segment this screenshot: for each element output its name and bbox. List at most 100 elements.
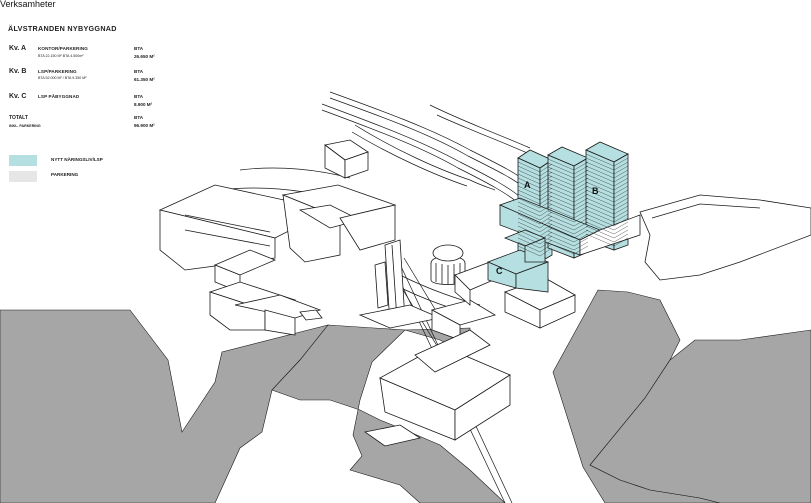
floor-line [517,229,541,241]
block-use-detail: BTA 52.000 M² / BTA 9.350 M² [38,76,87,80]
lower-central-buildings [364,299,511,447]
floor-line [613,189,629,199]
floor-line [539,203,553,213]
floor-line [613,221,629,231]
floor-line [539,191,553,201]
floor-line [585,161,615,175]
floor-line [613,193,629,203]
floor-line [547,218,575,231]
floor-line [573,213,589,223]
floor-line [573,177,589,187]
floor-line [547,194,575,207]
floor-line [613,161,629,171]
floor-line [613,173,629,183]
bta-value: 61.350 M² [134,77,155,82]
floor-line [585,165,615,179]
floor-line [517,233,541,245]
section-title: ÄLVSTRANDEN NYBYGGNAD [8,24,117,33]
building-label-a: A [524,180,531,190]
floor-line [517,241,541,253]
floor-line [547,170,575,183]
legend-label-parking: PARKERING [51,172,79,177]
floor-line [585,169,615,183]
bta-value: 8.900 M² [134,102,153,107]
floor-line [573,197,589,207]
page-title: Verksamheter [0,0,56,9]
floor-line [517,237,541,249]
floor-line [547,166,575,179]
bta-label: BTA [134,94,144,99]
floor-line [517,201,541,213]
floor-line [613,233,629,243]
floor-line [547,190,575,203]
quay-right [639,194,811,281]
floor-line [573,161,589,171]
floor-line [517,185,541,197]
river-water [0,289,811,503]
floor-line [613,217,629,227]
block-use: LSP PÅBYGGNAD [38,94,80,99]
legend-swatch-parking [9,171,37,182]
floor-line [585,209,615,223]
floor-line [547,210,575,223]
tower-structure [358,239,442,329]
floor-line [573,221,589,231]
floor-line [547,214,575,227]
floor-line [539,219,553,229]
floor-line [573,241,589,251]
floor-line [539,227,553,237]
floor-line [517,209,541,221]
floor-line [573,209,589,219]
floor-line [539,215,553,225]
total-label: TOTALT [9,115,28,121]
floor-line [547,226,575,239]
floor-line [585,213,615,227]
floor-line [539,223,553,233]
floor-line [573,245,589,255]
floor-line [573,205,589,215]
block-use-detail: BTA 22.150 M² BTA 4.500m² [38,54,84,58]
floor-line [613,225,629,235]
floor-line [517,189,541,201]
legend-label-new-business: NYTT NÄRINGSLIV/LSP [51,157,103,162]
total-detail: INKL. PARKERING [9,124,41,128]
floor-line [547,186,575,199]
floor-line [517,217,541,229]
floor-line [573,189,589,199]
floor-line [539,243,553,253]
floor-line [517,221,541,233]
floor-line [573,181,589,191]
building-label-b: B [592,186,599,196]
new-development [486,141,641,293]
floor-line [539,247,553,257]
bta-label: BTA [134,115,144,120]
floor-line [539,239,553,249]
floor-line [517,177,541,189]
floor-line [573,173,589,183]
floor-line [613,181,629,191]
block-id: Kv. B [9,68,27,75]
floor-line [539,175,553,185]
floor-line [573,169,589,179]
floor-line [585,153,615,167]
floor-line [573,225,589,235]
floor-line [613,157,629,167]
floor-line [547,222,575,235]
floor-line [539,167,553,177]
floor-line [547,198,575,211]
floor-line [613,165,629,175]
floor-line [547,174,575,187]
floor-line [585,185,615,199]
floor-line [573,217,589,227]
floor-line [547,238,575,251]
floor-line [585,181,615,195]
floor-line [517,245,541,257]
bta-label: BTA [134,69,144,74]
floor-line [517,213,541,225]
floor-line [547,242,575,255]
floor-line [573,201,589,211]
block-use: KONTOR/PARKERING [38,46,88,51]
floor-line [539,199,553,209]
floor-line [585,229,615,243]
floor-line [539,195,553,205]
